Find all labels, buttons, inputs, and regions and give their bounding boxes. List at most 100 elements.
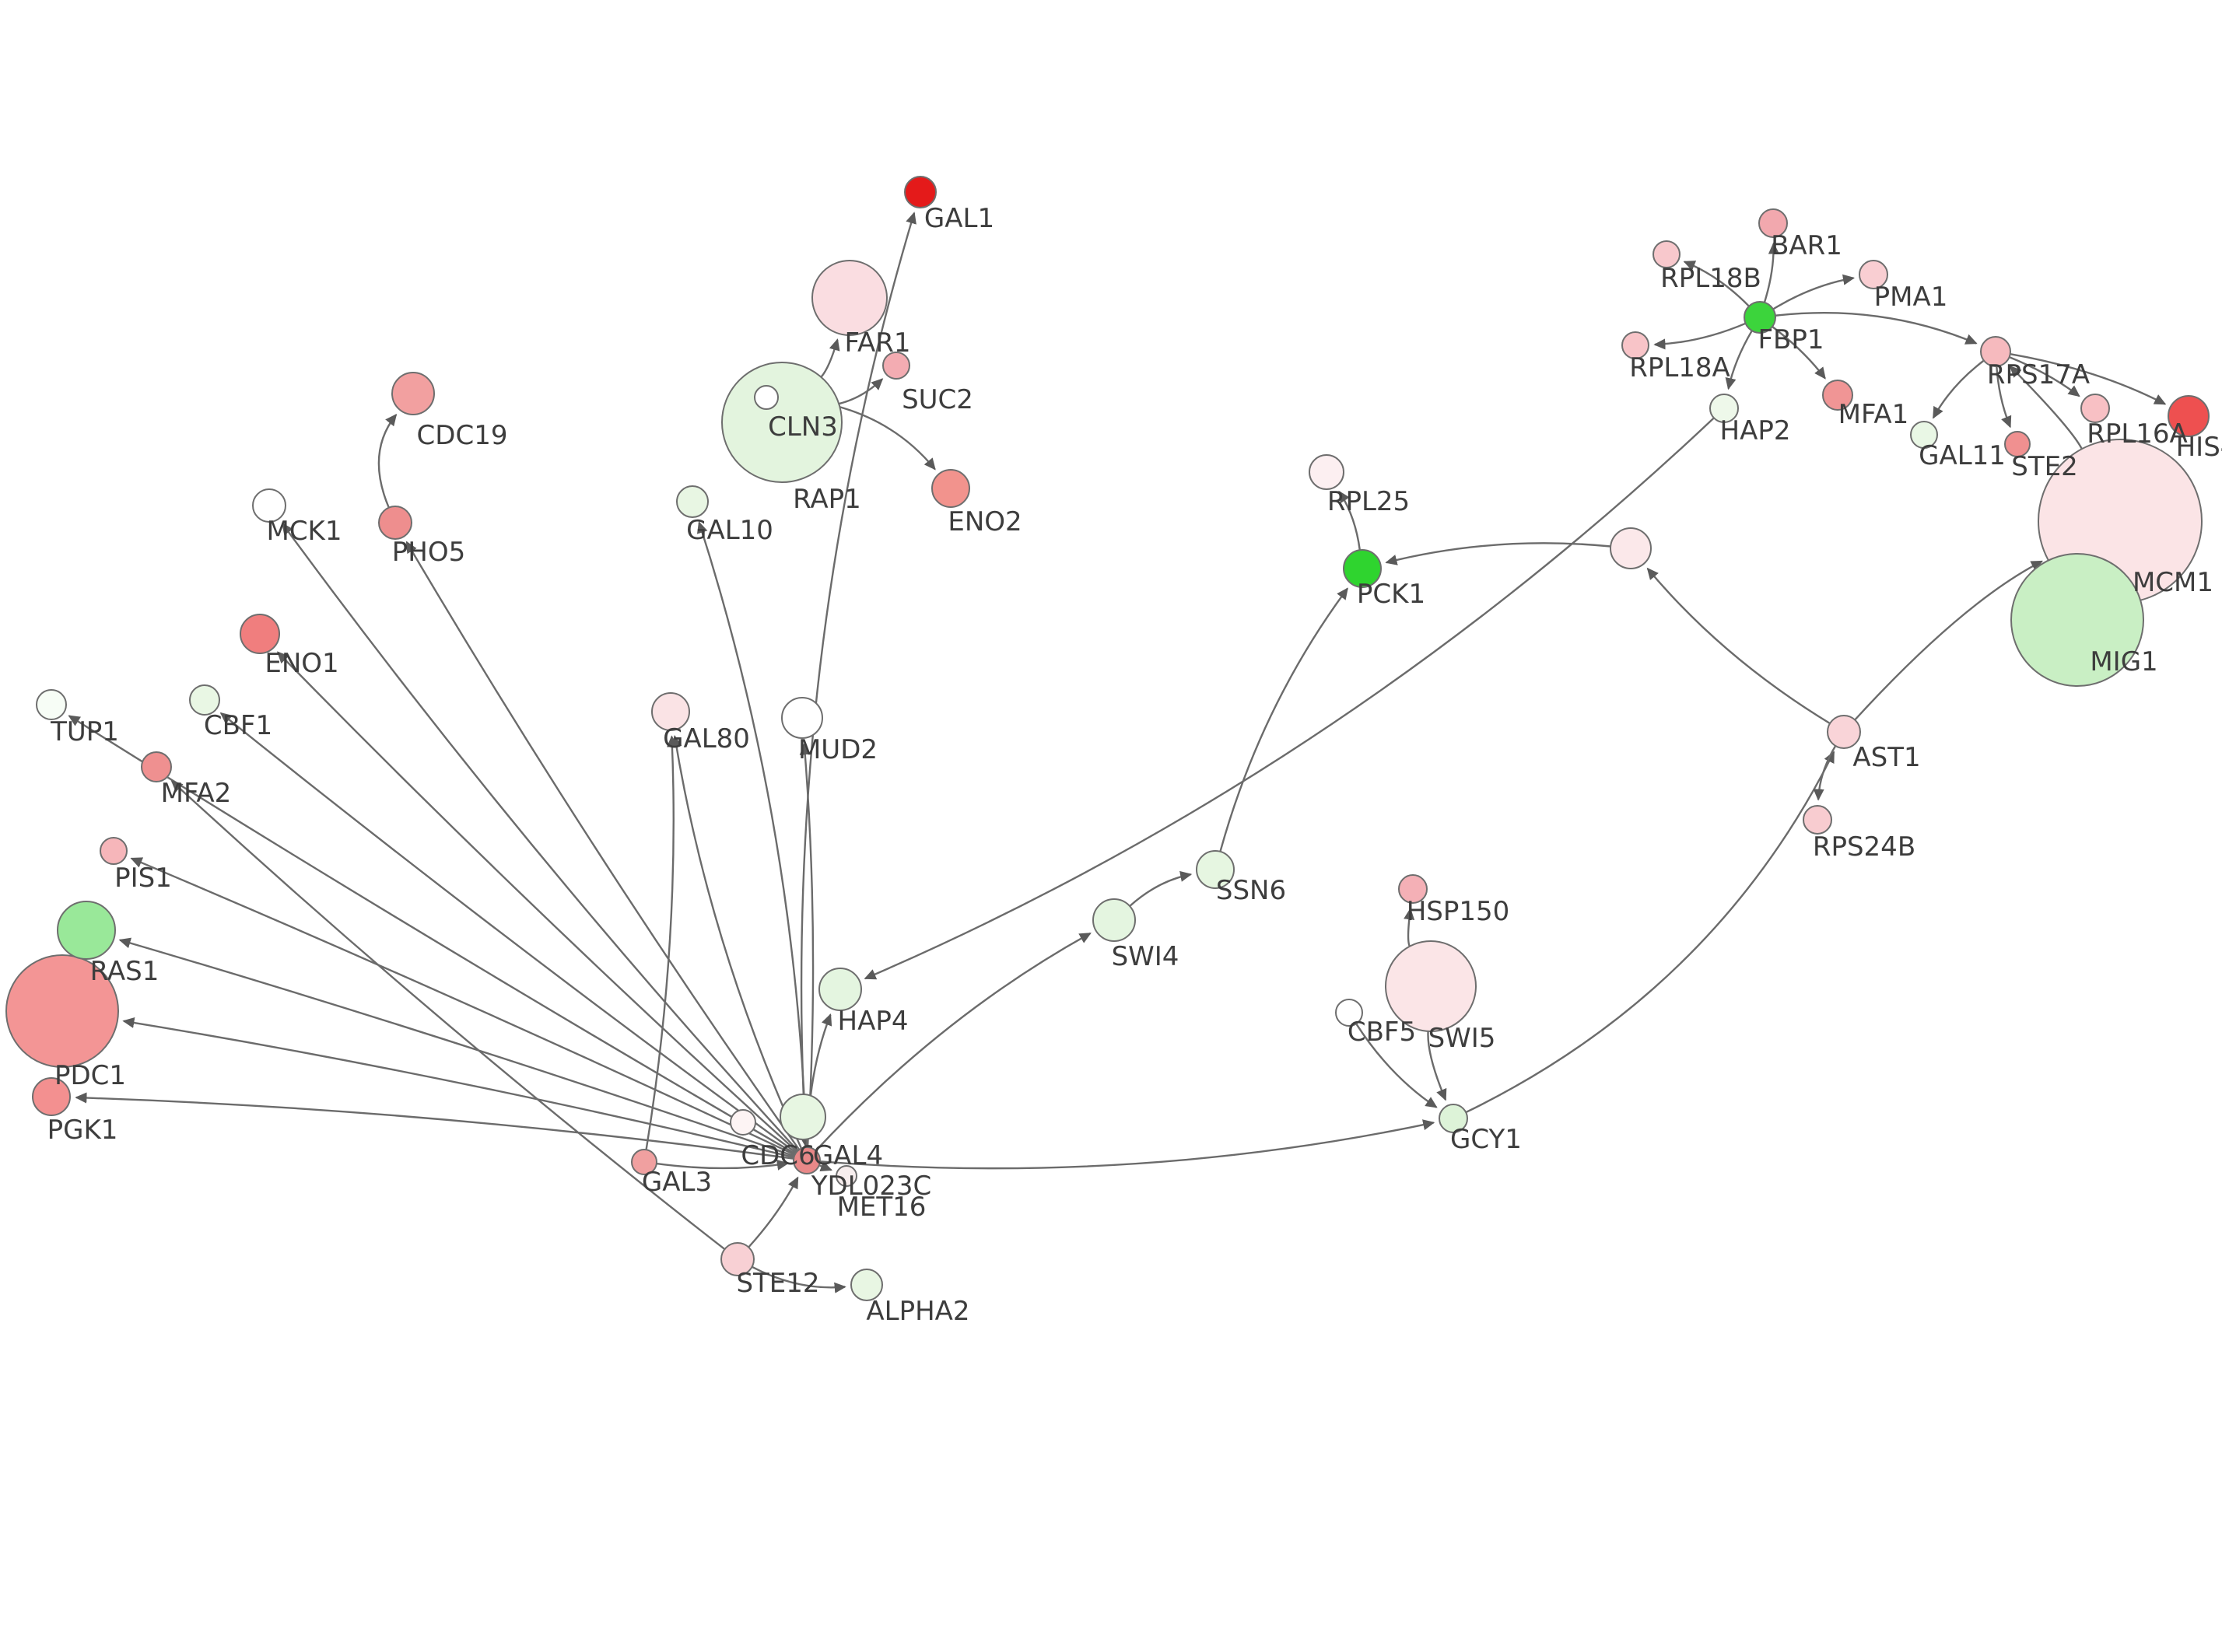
edge-ste12-mfa2[interactable] [170, 780, 726, 1251]
edge-fbp1-rps17a[interactable] [1775, 312, 1978, 345]
node-gal80[interactable] [651, 692, 690, 731]
node-pma1[interactable] [1859, 260, 1888, 289]
node-mck1[interactable] [252, 488, 286, 523]
edge-gal4-pho5[interactable] [405, 541, 801, 1150]
node-ste12[interactable] [720, 1242, 755, 1276]
node-swi4[interactable] [1092, 898, 1136, 942]
node-rpl25[interactable] [1309, 454, 1344, 490]
node-rap1[interactable] [754, 385, 779, 410]
edge-gal4-ras1[interactable] [118, 937, 795, 1157]
node-cbf1[interactable] [189, 684, 220, 716]
edge-ssn6-pck1[interactable] [1219, 587, 1348, 852]
edge-gal4-gal10[interactable] [696, 521, 808, 1148]
node-rpl16a[interactable] [2080, 394, 2110, 423]
node-gal4[interactable] [793, 1146, 821, 1174]
node-gal1[interactable] [904, 176, 937, 208]
edge-ast1-rps24b[interactable] [1813, 745, 1837, 801]
node-suc2[interactable] [882, 352, 910, 380]
node-hsp150[interactable] [1398, 874, 1428, 904]
edge-gal3-gal4[interactable] [656, 1159, 789, 1171]
edge-gal4-eno1[interactable] [276, 651, 798, 1153]
node-cln3[interactable] [721, 362, 843, 483]
node-rpl18a[interactable] [1621, 331, 1649, 359]
node-his4[interactable] [2168, 395, 2210, 437]
edge-gal4-swi4[interactable] [815, 932, 1092, 1152]
edge-gal4-pis1[interactable] [130, 857, 796, 1156]
edge-ast1-mcm1[interactable] [1854, 560, 2043, 721]
node-mfa2[interactable] [141, 751, 172, 782]
node-pis1[interactable] [100, 837, 128, 865]
node-mud2[interactable] [781, 697, 823, 739]
node-cdc19[interactable] [391, 372, 435, 415]
node-pho5[interactable] [378, 506, 412, 540]
edge-pho5-cdc19[interactable] [377, 413, 398, 509]
edge-fbp1-rpl18b[interactable] [1683, 261, 1750, 307]
edge-gal4-gal1[interactable] [800, 212, 916, 1148]
node-bar1[interactable] [1758, 208, 1788, 238]
node-ast1[interactable] [1827, 715, 1861, 749]
node-hap2[interactable] [1709, 394, 1739, 423]
edge-fbp1-pma1[interactable] [1772, 274, 1856, 310]
node-cdc6[interactable] [730, 1109, 756, 1136]
node-ssn6[interactable] [1196, 850, 1235, 889]
edge-rps17a-rpl16a[interactable] [2009, 355, 2080, 397]
edge-swi5-hsp150[interactable] [1404, 908, 1415, 947]
node-cbf5[interactable] [1335, 999, 1363, 1027]
node-eno2[interactable] [931, 469, 970, 508]
edge-rps17a-ste2[interactable] [1996, 366, 2012, 429]
edge-ast1-node1[interactable] [1646, 567, 1831, 725]
node-gcy1[interactable] [1439, 1104, 1468, 1133]
edge-swi4-ssn6[interactable] [1129, 870, 1193, 907]
node-label-pis1: PIS1 [114, 863, 172, 894]
edge-fbp1-hap2[interactable] [1725, 330, 1753, 390]
edge-fbp1-mfa1[interactable] [1772, 326, 1826, 380]
node-gal3[interactable] [631, 1149, 657, 1175]
node-rps17a[interactable] [1980, 336, 2011, 367]
node-mig1[interactable] [2010, 553, 2144, 687]
edge-cln3-far1[interactable] [820, 338, 840, 378]
node-rps24b[interactable] [1803, 805, 1832, 835]
edge-node1-pck1[interactable] [1385, 542, 1611, 565]
edge-rps17a-his4[interactable] [2010, 353, 2167, 405]
node-node1[interactable] [1610, 527, 1652, 569]
edge-swi5-gcy1[interactable] [1427, 1031, 1447, 1101]
node-ste2[interactable] [2004, 431, 2031, 457]
node-met16[interactable] [836, 1165, 857, 1187]
node-swi5[interactable] [1385, 940, 1477, 1032]
edge-gal3-gal80[interactable] [645, 735, 678, 1150]
node-fbp1[interactable] [1744, 301, 1776, 334]
node-tup1[interactable] [36, 689, 67, 720]
node-hap4[interactable] [818, 968, 862, 1011]
edge-fbp1-bar1[interactable] [1763, 242, 1779, 303]
edge-mcm1-rps17a[interactable] [2009, 366, 2083, 450]
edge-gal4-cbf1[interactable] [219, 712, 797, 1153]
edge-hap2-hap4[interactable] [864, 417, 1715, 980]
node-pck1[interactable] [1343, 549, 1382, 588]
node-far1[interactable] [811, 260, 888, 336]
edge-gal4-ydl023c[interactable] [799, 1134, 811, 1148]
node-pgk1[interactable] [32, 1077, 71, 1116]
edge-gal4-pgk1[interactable] [75, 1092, 794, 1160]
edge-rps17a-gal11[interactable] [1932, 359, 1985, 419]
node-ras1[interactable] [57, 901, 116, 960]
edge-gal4-pdc1[interactable] [122, 1017, 794, 1159]
edge-gcy1-ast1[interactable] [1465, 751, 1835, 1114]
node-mfa1[interactable] [1822, 380, 1853, 411]
node-alpha2[interactable] [850, 1269, 883, 1301]
edge-ste12-alpha2[interactable] [752, 1265, 846, 1293]
node-gal10[interactable] [676, 485, 709, 518]
edge-gal4-met16[interactable] [818, 1160, 832, 1171]
edge-ste12-gal4[interactable] [748, 1176, 799, 1248]
edge-fbp1-rpl18a[interactable] [1653, 322, 1747, 350]
node-gal11[interactable] [1910, 421, 1938, 449]
node-rpl18b[interactable] [1652, 240, 1681, 268]
edge-gal4-gcy1[interactable] [819, 1119, 1435, 1170]
node-pdc1[interactable] [5, 954, 119, 1068]
node-ydl023c[interactable] [780, 1094, 826, 1140]
edge-pck1-rpl25[interactable] [1338, 490, 1361, 551]
edge-cbf5-gcy1[interactable] [1355, 1023, 1438, 1108]
edge-gal4-gal80[interactable] [671, 734, 803, 1149]
node-eno1[interactable] [240, 614, 280, 654]
edge-gal4-mck1[interactable] [282, 523, 799, 1152]
